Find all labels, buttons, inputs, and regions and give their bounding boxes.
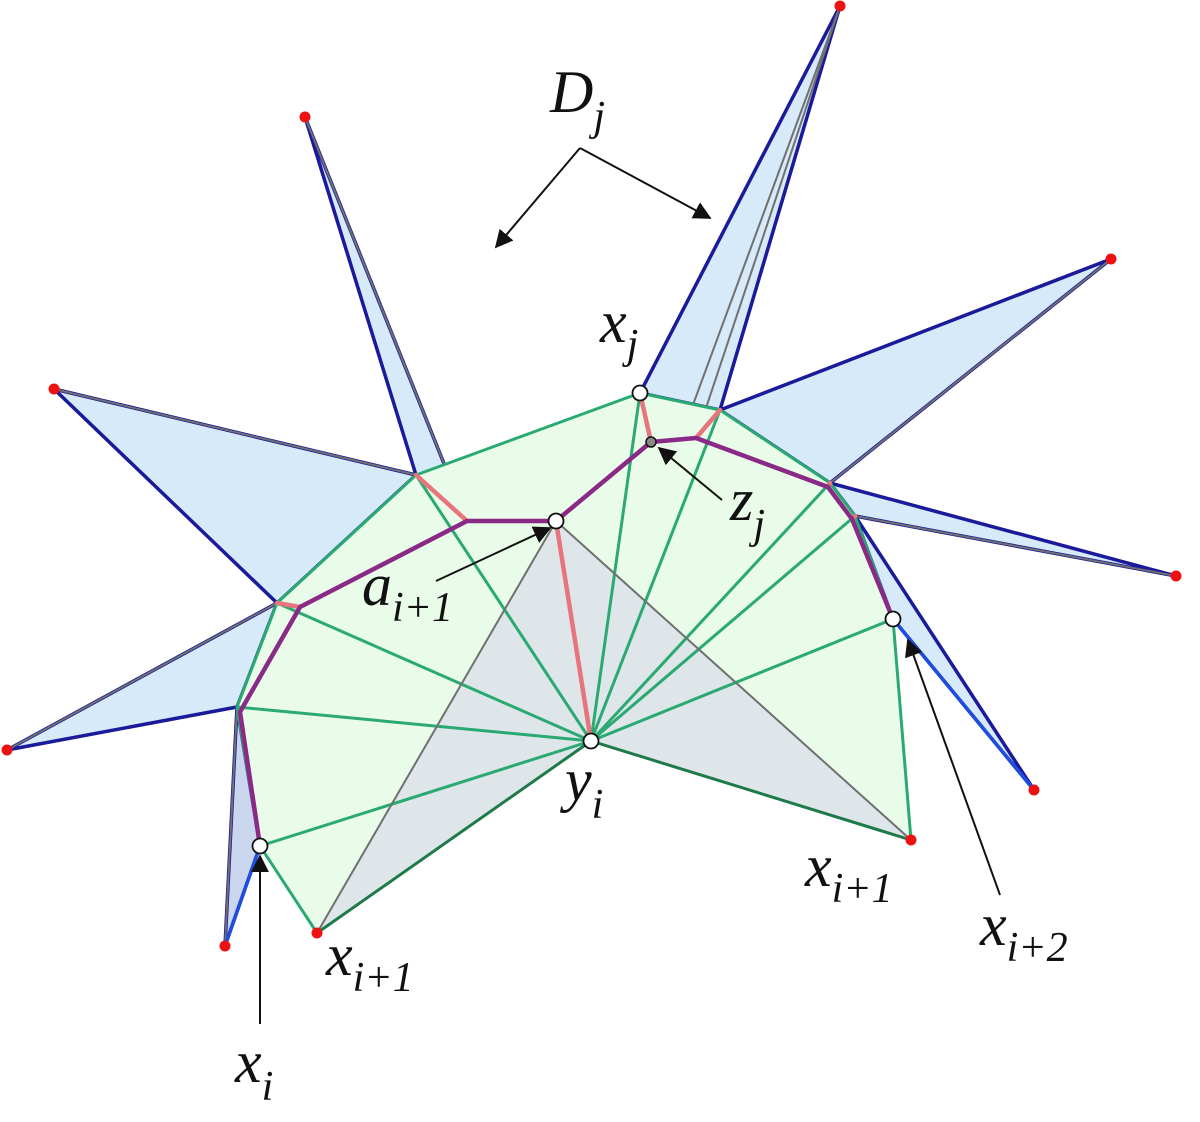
label-xi2: xi+2 — [979, 892, 1068, 971]
label-xi1-left: xi+1 — [325, 922, 414, 1001]
label-xi1-right: xi+1 — [804, 833, 893, 912]
labels: Dj xj zj ai+1 yi xi+1 xi+1 xi+2 xi — [234, 59, 1068, 1110]
green-region — [235, 391, 913, 935]
point-xj — [631, 384, 649, 402]
arrow-ai1 — [435, 526, 552, 582]
label-zj: zj — [729, 467, 765, 548]
label-Dj: Dj — [549, 59, 605, 140]
label-xj: xj — [599, 289, 638, 368]
label-ai1: ai+1 — [362, 552, 453, 631]
red-points — [1, 0, 1182, 952]
purple-path — [237, 435, 896, 847]
arrow-Dj-left — [494, 147, 581, 249]
spike-top — [638, 4, 842, 412]
point-zj — [645, 436, 657, 448]
arrows — [251, 147, 1001, 1024]
label-yi: yi — [559, 747, 603, 828]
arrow-xi2 — [905, 638, 1001, 896]
point-ai1 — [547, 512, 565, 530]
label-xi: xi — [234, 1029, 273, 1110]
point-xi2 — [884, 610, 902, 628]
arrow-Dj-right — [579, 147, 712, 219]
point-xi — [251, 837, 269, 855]
arrow-zj — [657, 446, 723, 501]
point-yi — [582, 732, 600, 750]
pink-spokes — [274, 390, 858, 744]
open-points — [251, 384, 902, 855]
fan-lines — [236, 392, 894, 848]
